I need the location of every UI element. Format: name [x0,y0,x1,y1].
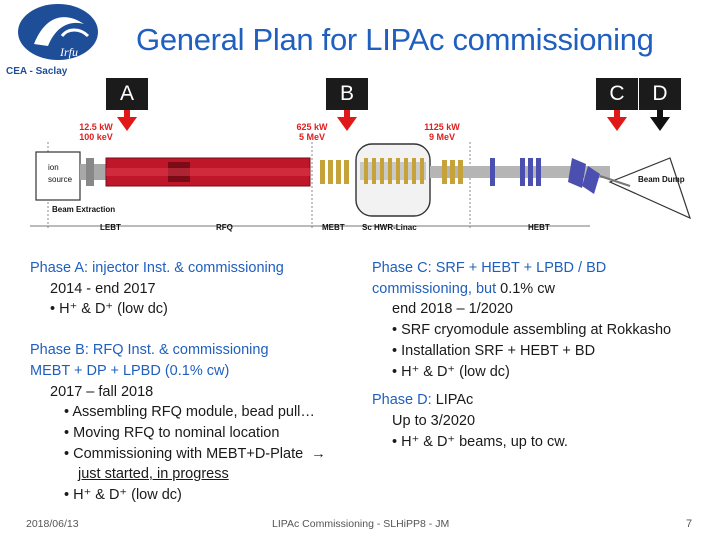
right-arrow-icon: → [307,445,326,462]
beam-dump-cone [608,157,692,220]
beam-point-3-power: 1125 kW [424,122,460,132]
label-rfq: RFQ [216,223,233,232]
hwr-cavity [372,158,376,184]
footer-page-number: 7 [686,518,693,530]
mebt-magnet [320,160,325,184]
marker-c: C [596,78,638,110]
bending-magnet [568,158,586,188]
phase-b-dates: 2017 – fall 2018 [50,383,154,400]
label-beam-dump: Beam Dump [638,175,685,184]
phase-d-bullet-1: H⁺ & D⁺ beams, up to cw. [372,432,712,453]
hwr-cavity [404,158,408,184]
phase-c-desc: SRF + HEBT + LPBD / BD [435,260,607,276]
hebt-quad [536,158,541,186]
beam-point-1-power: 12.5 kW [79,122,113,132]
ion-source-label-2: source [48,175,73,184]
phase-b-bullet-3-row: Commissioning with MEBT+D-Plate → [30,444,350,465]
left-column: Phase A: injector Inst. & commissioning … [30,258,350,506]
label-sc-hwr: Sc HWR-Linac [362,223,417,232]
bending-magnet [582,166,600,194]
marker-d: D [639,78,681,110]
marker-a-stem [124,110,130,118]
phase-b-bullet-4: H⁺ & D⁺ (low dc) [30,485,350,506]
beam-point-2-power: 625 kW [296,122,328,132]
phase-c-line: Phase C: SRF + HEBT + LPBD / BD [372,258,712,279]
beamline-diagram: 12.5 kW 100 keV 625 kW 5 MeV 1125 kW 9 M… [30,122,692,232]
label-lebt: LEBT [100,223,121,232]
phase-d-dates: Up to 3/2020 [392,412,476,429]
label-hebt: HEBT [528,223,550,232]
phase-b-desc: RFQ Inst. & commissioning [92,342,269,359]
phase-c-label: Phase C: [372,260,432,276]
hwr-cavity [364,158,368,184]
phase-a-line: Phase A: injector Inst. & commissioning [30,258,350,279]
label-mebt: MEBT [322,223,345,232]
hwr-cavity [420,158,424,184]
marker-b: B [326,78,368,110]
lebt-solenoid-1 [86,158,94,186]
marker-c-stem [614,110,620,118]
mebt-magnet [344,160,349,184]
phase-b-line: Phase B: RFQ Inst. & commissioning [30,340,350,361]
marker-b-arrow [337,117,357,131]
phase-a-label: Phase A: [30,260,89,276]
phase-c-line2-b: 0.1% cw [500,280,555,297]
phase-b-label: Phase B: [30,342,89,359]
phase-d-desc: LIPAc [435,392,474,409]
beam-point-2-energy: 5 MeV [299,132,325,142]
phase-b-bullet-2: Moving RFQ to nominal location [30,423,350,444]
marker-c-arrow [607,117,627,131]
hwr-cavity [396,158,400,184]
phase-b-bullet-3: Commissioning with MEBT+D-Plate [64,446,303,462]
hebt-quad [528,158,533,186]
ion-source-label: ion [48,163,59,172]
marker-d-stem [657,110,663,118]
phase-d-line: Phase D: LIPAc [372,390,712,411]
mebt-magnet [328,160,333,184]
hebt-quad [490,158,495,186]
hwr-cavity [388,158,392,184]
phase-b-bullet-1: Assembling RFQ module, bead pull… [30,402,350,423]
phase-c-bullet-1: SRF cryomodule assembling at Rokkasho [372,320,712,341]
mebt-magnet [336,160,341,184]
irfu-logo: Irfu CEA - Saclay [4,2,112,77]
hebt-quad [520,158,525,186]
right-column: Phase C: SRF + HEBT + LPBD / BD commissi… [372,258,712,452]
beam-point-1-energy: 100 keV [79,132,113,142]
logo-top-text: Irfu [59,45,78,59]
ion-source-box [35,151,81,201]
hwr-cavity [412,158,416,184]
phase-b-bullet-3-cont: just started, in progress [78,466,229,483]
phase-c-dates: end 2018 – 1/2020 [392,301,513,318]
phase-a-desc: injector Inst. & commissioning [92,260,284,276]
marker-a-arrow [117,117,137,131]
footer-center: LIPAc Commissioning - SLHiPP8 - JM [272,518,450,530]
marker-d-arrow [650,117,670,131]
cryomodule-pipe [360,162,426,180]
hwr-cavity [380,158,384,184]
phase-c-line2: commissioning, but 0.1% cw [372,279,712,300]
phase-a-dates: 2014 - end 2017 [50,280,156,297]
footer-date: 2018/06/13 [26,518,79,530]
phase-c-bullet-2: Installation SRF + HEBT + BD [372,341,712,362]
logo-bottom-text: CEA - Saclay [6,66,68,76]
beam-point-3-energy: 9 MeV [429,132,455,142]
phase-b-line2: MEBT + DP + LPBD (0.1% cw) [30,362,230,379]
hebt-magnet [458,160,463,184]
hebt-magnet [442,160,447,184]
dump-line [599,175,631,187]
marker-a: A [106,78,148,110]
phase-d-label: Phase D: [372,392,432,409]
phase-c-line2-a: commissioning, but [372,280,501,297]
rfq-highlight [106,168,310,176]
marker-b-stem [344,110,350,118]
phase-a-bullet-1: H⁺ & D⁺ (low dc) [30,299,350,320]
slide-title: General Plan for LIPAc commissioning [136,22,654,57]
phase-c-bullet-3: H⁺ & D⁺ (low dc) [372,362,712,383]
label-beam: Beam Extraction [52,205,115,214]
hebt-magnet [450,160,455,184]
